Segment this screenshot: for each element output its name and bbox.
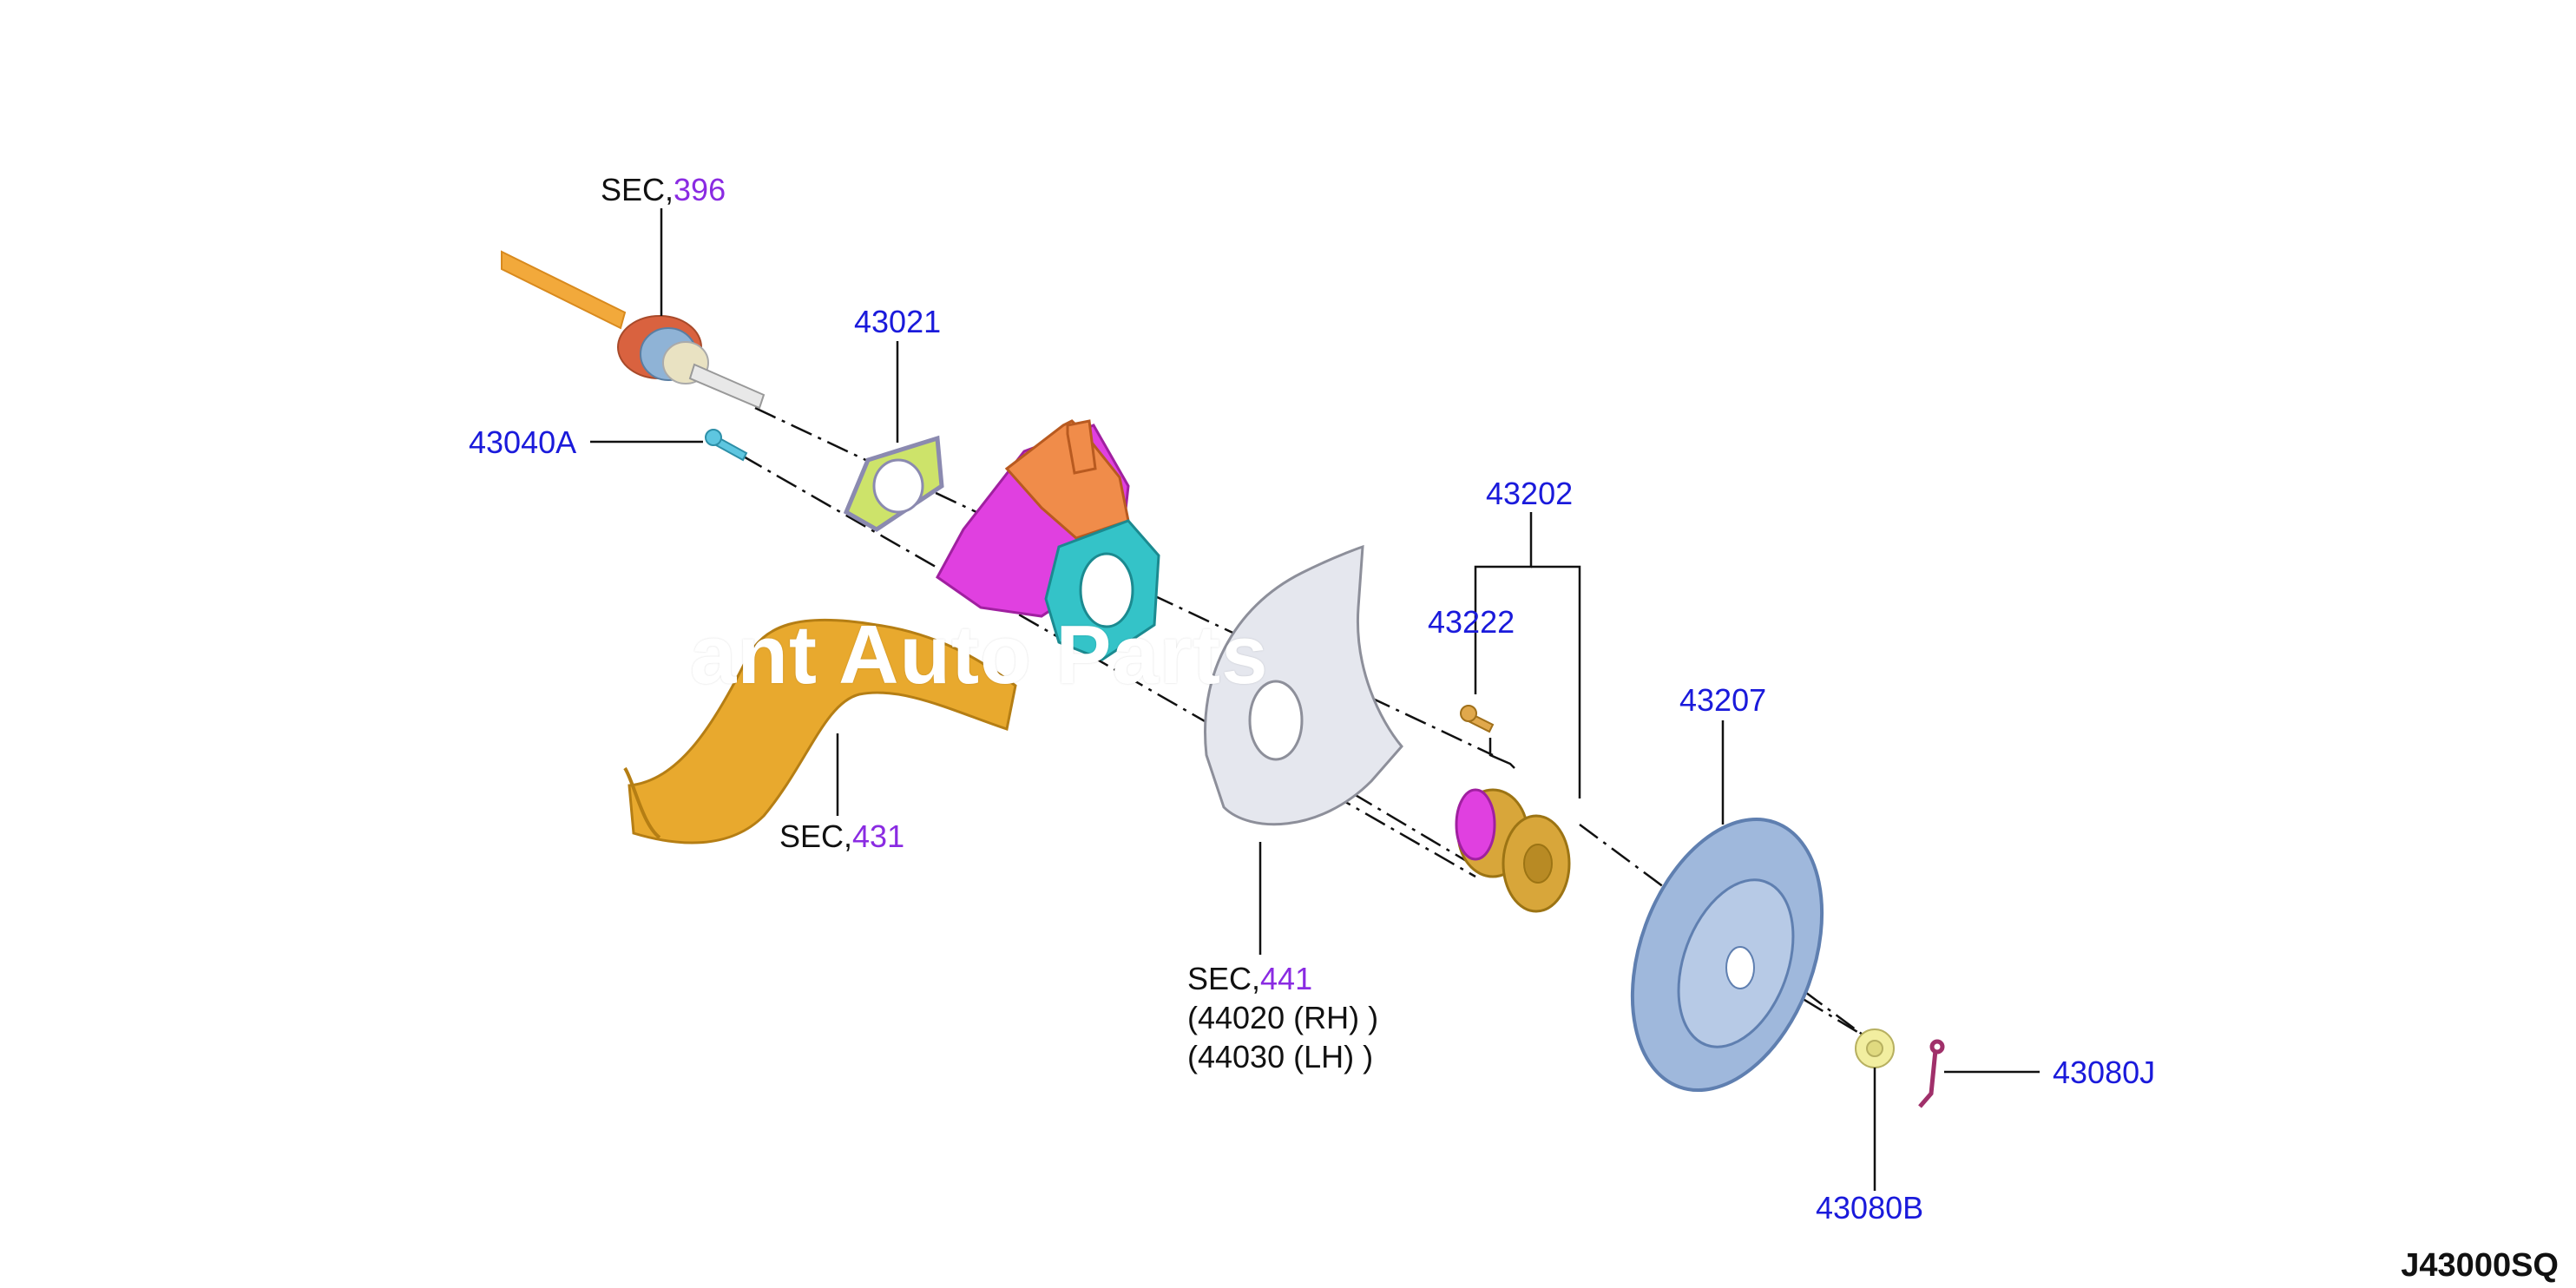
hub-bolt-43222 [1460,705,1495,733]
label-sec-431-prefix: SEC, [779,818,853,854]
label-sec-431[interactable]: SEC,431 [779,819,904,854]
watermark-text: ant Auto Parts [690,608,1269,701]
label-sec-441-number[interactable]: 441 [1260,961,1313,996]
axle-shaft [501,250,766,410]
back-plate [1204,544,1403,826]
disc-rotor-43207 [1630,817,1824,1093]
label-part-43207[interactable]: 43207 [1679,682,1767,718]
hub-nut-43080B [1855,1028,1895,1068]
leader-lines [590,208,2040,1191]
label-part-43040A[interactable]: 43040A [469,424,577,460]
label-sec-441-prefix: SEC, [1187,961,1261,996]
label-part-43080B[interactable]: 43080B [1816,1190,1924,1226]
label-sec-441-rh: (44020 (RH) ) [1187,1000,1379,1035]
diagram-code: J43000SQ [2401,1247,2559,1284]
label-sec-396-prefix: SEC, [601,172,674,207]
label-part-43080J[interactable]: 43080J [2053,1055,2156,1090]
bolt-43040A [705,429,748,462]
label-part-43021[interactable]: 43021 [854,304,942,339]
hub-assembly-43202 [1455,788,1571,913]
label-sec-441-lh: (44030 (LH) ) [1187,1039,1374,1074]
label-sec-396-number[interactable]: 396 [674,172,726,207]
lower-link [623,618,1017,844]
label-part-43202[interactable]: 43202 [1486,476,1574,511]
knuckle [936,419,1160,661]
label-sec-396[interactable]: SEC,396 [601,173,726,207]
dust-seal-43021 [843,435,944,532]
label-sec-441[interactable]: SEC,441 [1187,962,1312,996]
cotter-pin-43080J [1918,1039,1945,1108]
label-sec-431-number[interactable]: 431 [852,818,905,854]
label-part-43222[interactable]: 43222 [1428,604,1515,640]
